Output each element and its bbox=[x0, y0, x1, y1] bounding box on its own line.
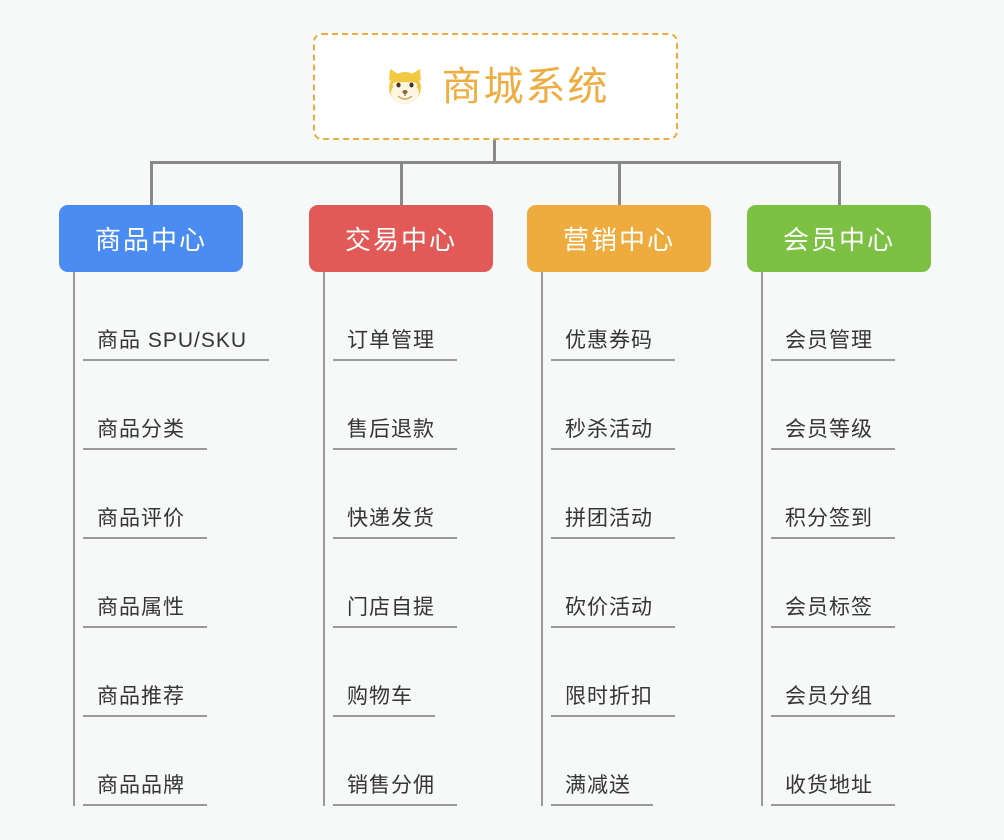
leaf-item-label: 满减送 bbox=[565, 773, 631, 797]
connector-drop-4 bbox=[838, 161, 841, 205]
leaf-item[interactable]: 优惠券码 bbox=[541, 272, 711, 361]
leaf-item[interactable]: 商品评价 bbox=[73, 450, 243, 539]
leaf-underline: 商品评价 bbox=[83, 507, 207, 539]
leaf-underline: 砍价活动 bbox=[551, 596, 675, 628]
leaf-item[interactable]: 满减送 bbox=[541, 717, 711, 806]
leaf-rail bbox=[323, 272, 325, 806]
leaf-item-label: 销售分佣 bbox=[347, 773, 435, 797]
leaf-underline: 商品推荐 bbox=[83, 685, 207, 717]
leaf-item[interactable]: 购物车 bbox=[323, 628, 493, 717]
leaf-underline: 商品属性 bbox=[83, 596, 207, 628]
root-title: 商城系统 bbox=[441, 64, 610, 109]
leaf-item[interactable]: 砍价活动 bbox=[541, 539, 711, 628]
leaf-underline: 会员分组 bbox=[771, 685, 895, 717]
leaf-item-label: 会员等级 bbox=[785, 417, 873, 441]
leaf-item[interactable]: 商品属性 bbox=[73, 539, 243, 628]
leaf-item[interactable]: 会员等级 bbox=[761, 361, 931, 450]
leaf-item[interactable]: 积分签到 bbox=[761, 450, 931, 539]
leaf-item[interactable]: 商品分类 bbox=[73, 361, 243, 450]
leaf-underline: 商品品牌 bbox=[83, 774, 207, 806]
leaf-item-label: 商品分类 bbox=[97, 417, 185, 441]
leaf-item[interactable]: 快递发货 bbox=[323, 450, 493, 539]
leaf-underline: 订单管理 bbox=[333, 329, 457, 361]
category-column-2: 交易中心订单管理售后退款快递发货门店自提购物车销售分佣 bbox=[309, 205, 493, 806]
category-column-4: 会员中心会员管理会员等级积分签到会员标签会员分组收货地址 bbox=[747, 205, 931, 806]
leaf-item-label: 拼团活动 bbox=[565, 506, 653, 530]
leaf-item[interactable]: 限时折扣 bbox=[541, 628, 711, 717]
leaf-item[interactable]: 销售分佣 bbox=[323, 717, 493, 806]
leaf-underline: 销售分佣 bbox=[333, 774, 457, 806]
leaf-underline: 限时折扣 bbox=[551, 685, 675, 717]
leaf-item[interactable]: 商品品牌 bbox=[73, 717, 243, 806]
leaf-underline: 商品分类 bbox=[83, 418, 207, 450]
category-column-1: 商品中心商品 SPU/SKU 商品分类商品评价商品属性商品推荐商品品牌 bbox=[59, 205, 270, 806]
connector-root-stem bbox=[493, 140, 496, 163]
leaf-underline: 商品 SPU/SKU bbox=[83, 328, 270, 361]
leaf-item-label: 会员管理 bbox=[785, 328, 873, 352]
leaf-item[interactable]: 会员标签 bbox=[761, 539, 931, 628]
leaf-item-label: 收货地址 bbox=[785, 773, 873, 797]
leaf-underline: 拼团活动 bbox=[551, 507, 675, 539]
leaf-rail bbox=[761, 272, 763, 806]
leaf-item-label: 订单管理 bbox=[347, 328, 435, 352]
leaf-item[interactable]: 会员分组 bbox=[761, 628, 931, 717]
leaf-item-label: 优惠券码 bbox=[565, 328, 653, 352]
category-column-3: 营销中心优惠券码秒杀活动拼团活动砍价活动限时折扣满减送 bbox=[527, 205, 711, 806]
leaf-item-label: 砍价活动 bbox=[565, 595, 653, 619]
root-node[interactable]: 商城系统 bbox=[313, 33, 678, 140]
leaf-list: 订单管理售后退款快递发货门店自提购物车销售分佣 bbox=[309, 272, 493, 806]
connector-drop-2 bbox=[400, 161, 403, 205]
leaf-item[interactable]: 秒杀活动 bbox=[541, 361, 711, 450]
category-card-2[interactable]: 交易中心 bbox=[309, 205, 493, 272]
leaf-item[interactable]: 会员管理 bbox=[761, 272, 931, 361]
leaf-item-label: 商品品牌 bbox=[97, 773, 185, 797]
leaf-item-label: 商品属性 bbox=[97, 595, 185, 619]
connector-drop-1 bbox=[150, 161, 153, 205]
leaf-item[interactable]: 门店自提 bbox=[323, 539, 493, 628]
leaf-underline: 积分签到 bbox=[771, 507, 895, 539]
leaf-item-label: 售后退款 bbox=[347, 417, 435, 441]
leaf-item[interactable]: 收货地址 bbox=[761, 717, 931, 806]
category-card-1[interactable]: 商品中心 bbox=[59, 205, 243, 272]
leaf-underline: 售后退款 bbox=[333, 418, 457, 450]
leaf-underline: 快递发货 bbox=[333, 507, 457, 539]
leaf-underline: 门店自提 bbox=[333, 596, 457, 628]
leaf-list: 商品 SPU/SKU 商品分类商品评价商品属性商品推荐商品品牌 bbox=[59, 272, 270, 806]
leaf-item-label: 商品 SPU/SKU bbox=[97, 328, 248, 352]
leaf-item[interactable]: 商品 SPU/SKU bbox=[73, 272, 270, 361]
leaf-item-label: 限时折扣 bbox=[565, 684, 653, 708]
leaf-rail bbox=[541, 272, 543, 806]
leaf-underline: 秒杀活动 bbox=[551, 418, 675, 450]
leaf-item-label: 商品推荐 bbox=[97, 684, 185, 708]
leaf-item[interactable]: 商品推荐 bbox=[73, 628, 243, 717]
leaf-underline: 满减送 bbox=[551, 774, 653, 806]
leaf-list: 会员管理会员等级积分签到会员标签会员分组收货地址 bbox=[747, 272, 931, 806]
leaf-list: 优惠券码秒杀活动拼团活动砍价活动限时折扣满减送 bbox=[527, 272, 711, 806]
leaf-item-label: 快递发货 bbox=[347, 506, 435, 530]
leaf-underline: 会员管理 bbox=[771, 329, 895, 361]
leaf-item-label: 门店自提 bbox=[347, 595, 435, 619]
category-card-3[interactable]: 营销中心 bbox=[527, 205, 711, 272]
leaf-underline: 购物车 bbox=[333, 685, 435, 717]
connector-drop-3 bbox=[618, 161, 621, 205]
leaf-item-label: 商品评价 bbox=[97, 506, 185, 530]
shiba-dog-face-icon bbox=[382, 64, 428, 110]
leaf-underline: 收货地址 bbox=[771, 774, 895, 806]
connector-bus bbox=[150, 161, 840, 164]
leaf-item[interactable]: 售后退款 bbox=[323, 361, 493, 450]
leaf-item-label: 会员标签 bbox=[785, 595, 873, 619]
leaf-rail bbox=[73, 272, 75, 806]
leaf-item[interactable]: 订单管理 bbox=[323, 272, 493, 361]
category-card-4[interactable]: 会员中心 bbox=[747, 205, 931, 272]
leaf-underline: 优惠券码 bbox=[551, 329, 675, 361]
leaf-item-label: 秒杀活动 bbox=[565, 417, 653, 441]
leaf-item-label: 购物车 bbox=[347, 684, 413, 708]
leaf-underline: 会员等级 bbox=[771, 418, 895, 450]
leaf-item-label: 积分签到 bbox=[785, 506, 873, 530]
leaf-underline: 会员标签 bbox=[771, 596, 895, 628]
leaf-item-label: 会员分组 bbox=[785, 684, 873, 708]
leaf-item[interactable]: 拼团活动 bbox=[541, 450, 711, 539]
